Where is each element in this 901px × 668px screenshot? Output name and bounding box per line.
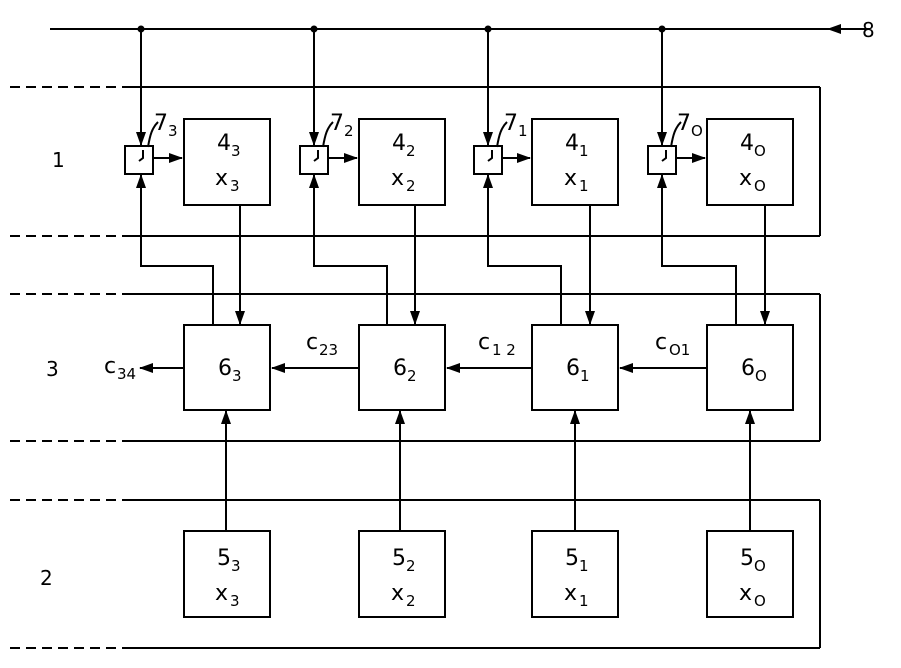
block-6-2 bbox=[358, 324, 446, 411]
svg-text:c: c bbox=[104, 354, 116, 379]
svg-text:1: 1 bbox=[579, 592, 589, 610]
svg-text:O: O bbox=[754, 557, 766, 575]
carry-label-01: c O1 bbox=[655, 330, 690, 359]
column-2: 7 2 4 2 x 2 6 2 5 2 x 2 bbox=[299, 25, 446, 618]
svg-text:3: 3 bbox=[230, 592, 240, 610]
column-0: 7 O 4 O x O 6 O 5 O x O bbox=[647, 25, 794, 618]
block-5-3 bbox=[183, 530, 271, 618]
svg-text:x: x bbox=[739, 166, 752, 191]
svg-text:3: 3 bbox=[231, 142, 241, 160]
block-4-1 bbox=[531, 118, 619, 206]
svg-text:2: 2 bbox=[407, 367, 417, 385]
svg-text:c: c bbox=[306, 330, 318, 355]
row-band-3 bbox=[10, 293, 821, 442]
svg-text:O: O bbox=[755, 367, 767, 385]
svg-text:O1: O1 bbox=[669, 341, 690, 359]
svg-text:4: 4 bbox=[217, 131, 231, 156]
row-label-2: 2 bbox=[40, 566, 53, 590]
svg-text:2: 2 bbox=[344, 122, 354, 140]
carry-label-23: c 23 bbox=[306, 330, 338, 359]
svg-text:1: 1 bbox=[579, 177, 589, 195]
svg-text:3: 3 bbox=[232, 367, 242, 385]
block-5-0 bbox=[706, 530, 794, 618]
svg-text:7: 7 bbox=[330, 111, 344, 136]
svg-text:c: c bbox=[478, 330, 490, 355]
block-6-1 bbox=[531, 324, 619, 411]
block-5-2 bbox=[358, 530, 446, 618]
svg-text:3: 3 bbox=[168, 122, 178, 140]
svg-text:c: c bbox=[655, 330, 667, 355]
svg-text:O: O bbox=[754, 592, 766, 610]
carry-label-12: c 1 2 bbox=[478, 330, 516, 359]
svg-text:1: 1 bbox=[579, 557, 589, 575]
svg-text:x: x bbox=[739, 581, 752, 606]
svg-text:7: 7 bbox=[677, 111, 691, 136]
bus-label: 8 bbox=[862, 18, 875, 42]
svg-text:x: x bbox=[215, 166, 228, 191]
svg-text:1 2: 1 2 bbox=[492, 341, 516, 359]
register-label: 7 bbox=[154, 111, 168, 136]
column-3: 7 3 4 3 x 3 6 3 5 3 x 3 bbox=[124, 25, 271, 618]
svg-text:5: 5 bbox=[740, 546, 754, 571]
svg-text:7: 7 bbox=[504, 111, 518, 136]
svg-text:O: O bbox=[691, 122, 703, 140]
svg-text:6: 6 bbox=[218, 356, 232, 381]
svg-text:2: 2 bbox=[406, 177, 416, 195]
svg-text:4: 4 bbox=[392, 131, 406, 156]
svg-text:23: 23 bbox=[319, 341, 338, 359]
svg-text:5: 5 bbox=[565, 546, 579, 571]
svg-text:2: 2 bbox=[406, 557, 416, 575]
svg-text:2: 2 bbox=[406, 142, 416, 160]
row-label-1: 1 bbox=[52, 148, 65, 172]
svg-text:3: 3 bbox=[230, 177, 240, 195]
svg-text:6: 6 bbox=[393, 356, 407, 381]
svg-text:5: 5 bbox=[392, 546, 406, 571]
svg-text:4: 4 bbox=[565, 131, 579, 156]
column-1: 7 1 4 1 x 1 6 1 5 1 x 1 bbox=[473, 25, 619, 618]
svg-text:x: x bbox=[391, 166, 404, 191]
svg-text:x: x bbox=[564, 581, 577, 606]
svg-text:1: 1 bbox=[518, 122, 528, 140]
block-6-3 bbox=[183, 324, 271, 411]
svg-text:4: 4 bbox=[740, 131, 754, 156]
svg-text:x: x bbox=[215, 581, 228, 606]
row-band-1 bbox=[10, 86, 821, 237]
svg-text:3: 3 bbox=[231, 557, 241, 575]
block-4-0 bbox=[706, 118, 794, 206]
svg-text:2: 2 bbox=[406, 592, 416, 610]
svg-text:x: x bbox=[391, 581, 404, 606]
svg-text:O: O bbox=[754, 177, 766, 195]
block-4-2 bbox=[358, 118, 446, 206]
svg-text:34: 34 bbox=[117, 365, 136, 383]
svg-text:6: 6 bbox=[741, 356, 755, 381]
row-label-3: 3 bbox=[46, 357, 59, 381]
svg-text:1: 1 bbox=[580, 367, 590, 385]
svg-text:x: x bbox=[564, 166, 577, 191]
block-4-3 bbox=[183, 118, 271, 206]
svg-text:O: O bbox=[754, 142, 766, 160]
svg-text:5: 5 bbox=[217, 546, 231, 571]
svg-text:1: 1 bbox=[579, 142, 589, 160]
row-band-2 bbox=[10, 499, 821, 649]
block-5-1 bbox=[531, 530, 619, 618]
svg-text:6: 6 bbox=[566, 356, 580, 381]
carry-label-34: c 34 bbox=[104, 354, 136, 383]
